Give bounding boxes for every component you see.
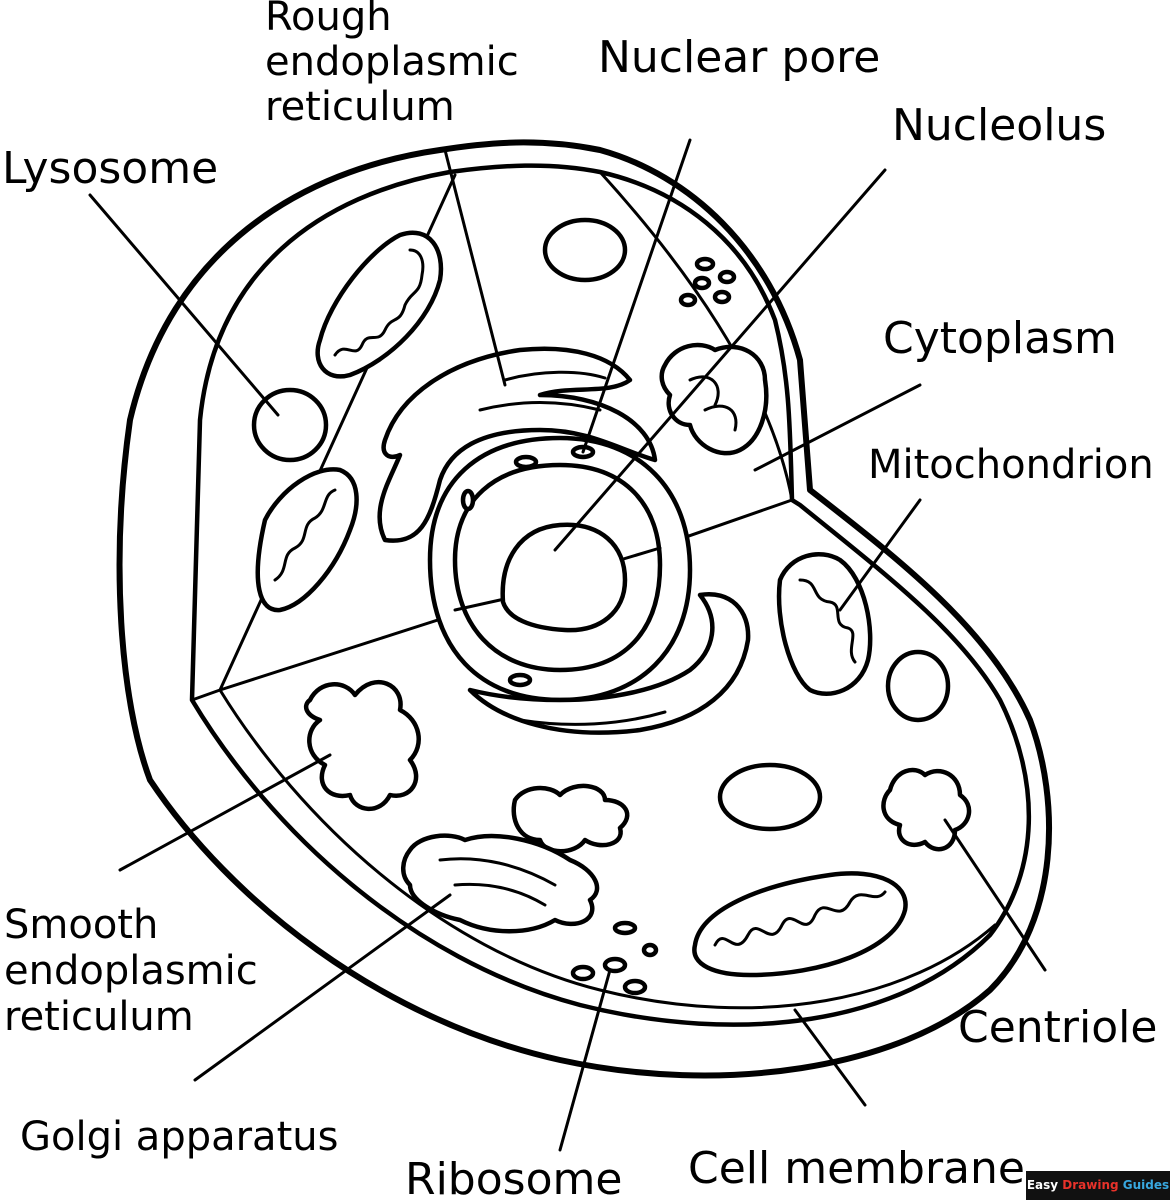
vesicles	[251, 217, 951, 996]
cut-plane-vertical	[598, 170, 794, 502]
ribosome-dot-2	[717, 269, 737, 285]
label-ribosome: Ribosome	[405, 1154, 622, 1200]
ribosome-dot-4	[712, 289, 732, 305]
label-smooth-er-line-3: reticulum	[4, 994, 194, 1040]
label-cytoplasm: Cytoplasm	[883, 313, 1117, 364]
nucleus	[427, 435, 693, 703]
leader-golgi	[193, 893, 452, 1082]
rough-er-line-1	[503, 370, 607, 382]
smooth-er-blob-middle	[511, 783, 630, 854]
label-lysosome: Lysosome	[2, 143, 218, 194]
mitochondrion-left	[255, 467, 359, 613]
ribosome-dot-8	[602, 956, 628, 974]
label-rough-er-line-3: reticulum	[265, 84, 455, 130]
ribosome-dot-3	[692, 275, 712, 291]
nucleolus-shape	[500, 522, 628, 633]
leader-smooth-er	[118, 753, 332, 872]
golgi-upper-right	[659, 342, 769, 456]
leader-nuclear-pore	[581, 138, 692, 454]
rough-er-bottom	[467, 591, 751, 735]
label-rough-er-line-1: Rough	[265, 0, 392, 40]
label-rough-er-line-2: endoplasmic	[265, 39, 519, 85]
rough-er	[377, 346, 751, 735]
leader-lines	[88, 138, 1047, 1152]
mitochondrion-upper-left	[315, 230, 444, 379]
organelle-blobs	[303, 342, 972, 934]
label-cell-membrane: Cell membrane	[688, 1143, 1025, 1194]
membrane-band	[218, 688, 997, 1010]
leader-cell-membrane	[793, 1008, 867, 1107]
label-centriole: Centriole	[958, 1002, 1157, 1053]
logo-word-drawing: Drawing	[1062, 1178, 1119, 1192]
golgi-lines	[438, 857, 557, 907]
ribosome-dot-9	[570, 964, 596, 982]
label-nuclear-pore: Nuclear pore	[598, 32, 880, 83]
leader-nucleolus	[553, 168, 887, 552]
rough-er-line-2	[478, 401, 602, 412]
leader-centriole	[943, 818, 1047, 972]
rough-er-line-3	[518, 710, 667, 726]
vesicle-lower	[717, 762, 823, 832]
logo-word-guides: Guides	[1118, 1178, 1170, 1192]
leader-mitochondrion	[838, 498, 922, 612]
mitochondrion-bottom	[692, 871, 908, 978]
vesicle-top	[542, 217, 628, 283]
leader-lysosome	[88, 193, 280, 417]
label-mitochondrion: Mitochondrion	[868, 442, 1154, 488]
ribosome-dot-1	[694, 256, 716, 272]
ribosome-dot-6	[612, 920, 638, 936]
leader-ribosome	[558, 968, 612, 1152]
logo-word-easy: Easy	[1026, 1178, 1063, 1192]
leader-rough-er	[443, 148, 507, 387]
easy-drawing-guides-logo: Easy Drawing Guides	[1026, 1171, 1170, 1200]
mitochondrion-right	[776, 552, 873, 696]
smooth-er-blob-left	[303, 680, 421, 812]
golgi-upper-right-lines	[688, 375, 738, 432]
leader-cytoplasm	[753, 383, 922, 472]
label-golgi-apparatus: Golgi apparatus	[20, 1114, 338, 1160]
vesicle-right	[885, 649, 951, 723]
ribosome-dot-10	[622, 978, 648, 996]
nuclear-pore-2	[513, 454, 539, 470]
nuclear-pore-3	[460, 488, 476, 512]
label-smooth-er-line-1: Smooth	[4, 902, 158, 948]
mitochondria	[255, 230, 908, 978]
ribosome-dot-5	[678, 292, 698, 308]
centriole-shape	[881, 767, 972, 852]
ribosome-dot-7	[641, 942, 659, 958]
label-smooth-er-line-2: endoplasmic	[4, 948, 258, 994]
nuclear-pore-4	[507, 672, 533, 688]
label-nucleolus: Nucleolus	[892, 100, 1106, 151]
